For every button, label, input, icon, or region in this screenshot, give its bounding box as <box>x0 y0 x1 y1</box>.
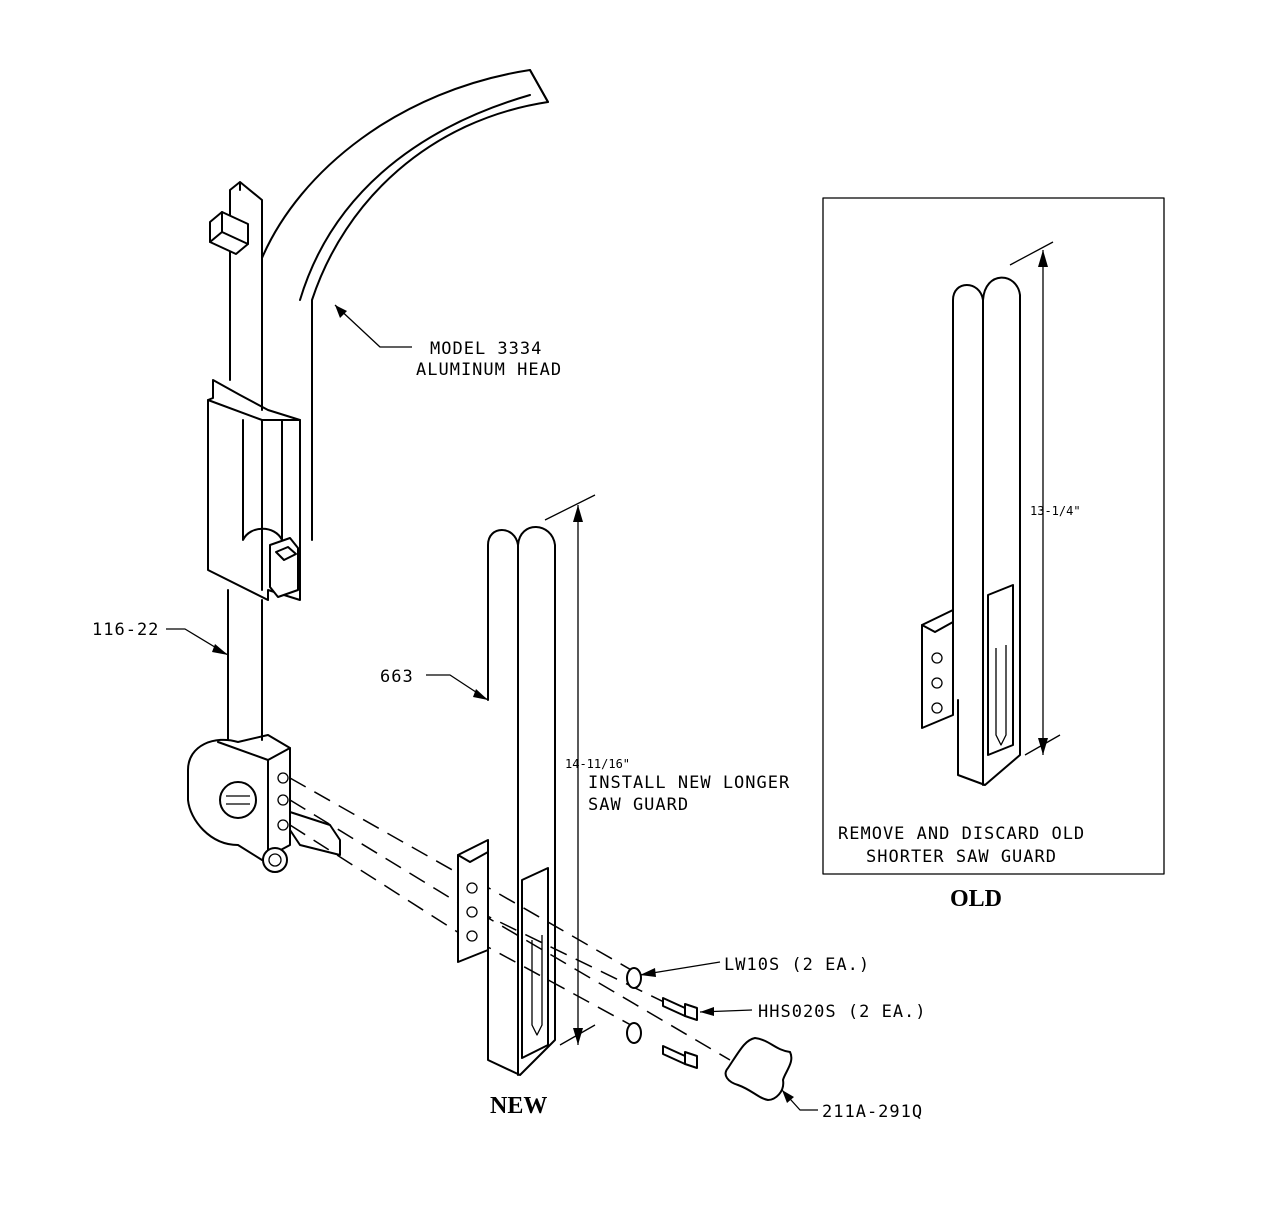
leader-lines <box>166 304 818 1111</box>
rod-116-22 <box>227 589 263 741</box>
part-116-22-label: 116-22 <box>92 620 159 640</box>
part-663-label: 663 <box>380 667 414 687</box>
slide-block <box>207 379 301 601</box>
knob-label: 211A-291Q <box>822 1102 923 1122</box>
remove-label-line2: SHORTER SAW GUARD <box>866 847 1057 867</box>
aluminum-head <box>261 69 549 541</box>
aluminum-head-label: ALUMINUM HEAD <box>416 360 562 380</box>
dimension-new <box>544 494 596 1046</box>
lock-washer-label: LW10S (2 EA.) <box>724 955 870 975</box>
bolt-label: HHS020S (2 EA.) <box>758 1002 927 1022</box>
vertical-post <box>209 181 263 381</box>
install-label-line1: INSTALL NEW LONGER <box>588 773 790 793</box>
model-label: MODEL 3334 <box>430 339 542 359</box>
hardware <box>626 967 793 1101</box>
new-saw-guard <box>457 526 556 1076</box>
remove-label-line1: REMOVE AND DISCARD OLD <box>838 824 1085 844</box>
new-heading: NEW <box>490 1093 547 1119</box>
new-dimension-label: 14-11/16" <box>565 757 630 771</box>
assembly-lines <box>289 777 731 1061</box>
old-panel <box>822 197 1165 875</box>
clamp-housing <box>187 734 341 873</box>
old-heading: OLD <box>950 886 1002 912</box>
old-dimension-label: 13-1/4" <box>1030 504 1081 518</box>
install-label-line2: SAW GUARD <box>588 795 689 815</box>
